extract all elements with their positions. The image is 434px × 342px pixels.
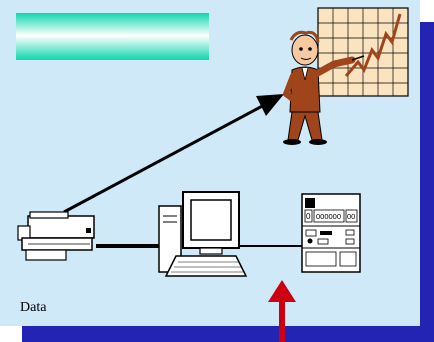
title-banner: [16, 13, 209, 60]
rack-equipment-icon: 0 000000 00: [301, 193, 361, 273]
rack-left-digit: 0: [306, 212, 311, 221]
data-label: Data: [20, 300, 47, 315]
output-arrow: [63, 94, 284, 214]
rack-display-readout: 000000: [316, 212, 341, 221]
computer-icon: [158, 191, 248, 277]
rack-right-digits: 00: [347, 212, 355, 221]
printer-icon: [17, 211, 95, 261]
presenter-icon: [282, 7, 409, 145]
input-arrow: [268, 280, 296, 342]
